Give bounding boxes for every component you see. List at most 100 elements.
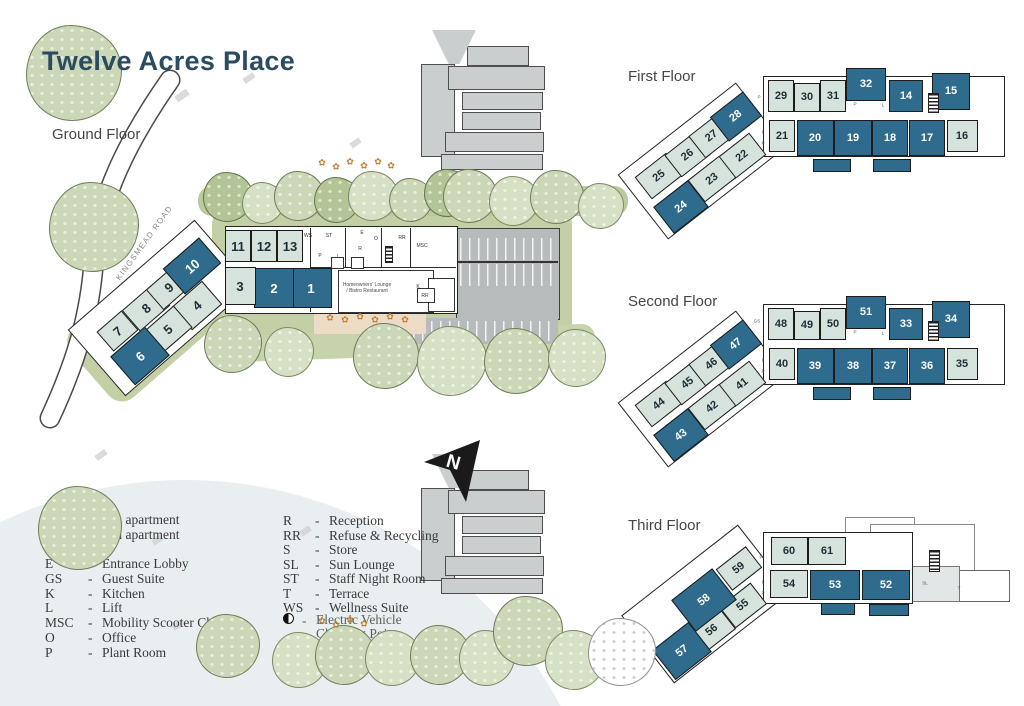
- unit-number: 57: [673, 642, 691, 660]
- plan-label-l-9: L: [881, 330, 885, 336]
- legend-entry-office: O -Office: [45, 630, 136, 646]
- unit-number: 56: [703, 621, 721, 639]
- lift-box: [351, 257, 364, 269]
- legend-entry-plant-room: P-Plant Room: [45, 645, 166, 661]
- unit-60: 60: [770, 537, 808, 565]
- unit-number: 14: [899, 89, 913, 102]
- flower-icon: ✿: [318, 157, 326, 168]
- adjacent-building-block: [462, 536, 541, 554]
- flower-icon: ✿: [341, 314, 349, 325]
- legend-dash: -: [315, 527, 320, 543]
- plan-mark: [174, 88, 190, 103]
- plan-mark: [94, 449, 108, 461]
- legend-abbr: SL: [283, 556, 299, 572]
- unit-48: 48: [768, 308, 794, 340]
- unit-number: 55: [734, 596, 752, 614]
- plan-label-p-0: P: [757, 94, 761, 100]
- legend-entry-store: S-Store: [283, 542, 358, 558]
- flower-icon: ✿: [332, 161, 340, 172]
- first-floor-label: First Floor: [628, 68, 696, 85]
- legend-name: Sun Lounge: [329, 556, 395, 572]
- legend-dash: -: [315, 556, 320, 572]
- unit-number: 45: [678, 374, 696, 392]
- unit-33: 33: [889, 308, 923, 340]
- adjacent-building-block: [467, 46, 529, 66]
- unit-number: 43: [672, 426, 690, 444]
- legend-name: Kitchen: [102, 585, 145, 601]
- legend-dash: -: [315, 585, 320, 601]
- unit-number: 51: [859, 305, 873, 318]
- legend-abbr: R: [283, 513, 293, 528]
- plant-room-box: [331, 257, 344, 269]
- room-label-rr-5: RR: [398, 235, 406, 241]
- tree-icon: [417, 326, 487, 396]
- unit-number: 16: [955, 129, 969, 142]
- plan-mark: [349, 137, 362, 149]
- unit-number: 8: [138, 299, 154, 317]
- legend-entry-guest-suite: GS-Guest Suite: [45, 571, 165, 587]
- legend-abbr: K: [45, 585, 55, 601]
- adjacent-building-block: [445, 556, 544, 576]
- flower-icon: ✿: [326, 312, 334, 323]
- unit-14: 14: [889, 80, 923, 112]
- lounge-label-line1: Homeowners' Lounge: [342, 282, 392, 288]
- unit-number: 34: [944, 312, 958, 325]
- legend-name: Plant Room: [102, 644, 167, 660]
- unit-35: 35: [946, 348, 978, 380]
- legend-dash: -: [315, 513, 320, 528]
- unit-number: 12: [256, 238, 272, 254]
- unit-number: 52: [879, 578, 893, 591]
- unit-16: 16: [946, 120, 978, 152]
- unit-number: 1: [307, 280, 315, 296]
- unit-number: 28: [727, 107, 745, 125]
- unit-number: 47: [727, 335, 745, 353]
- legend-abbr: RR: [283, 527, 302, 543]
- legend-entry-kitchen: K-Kitchen: [45, 586, 145, 602]
- legend-name: Wellness Suite: [329, 600, 409, 615]
- legend-dash: -: [88, 615, 93, 631]
- adjacent-building-block: [462, 92, 543, 110]
- unit-18: 18: [872, 120, 908, 156]
- unit-number: 5: [160, 320, 176, 338]
- tree-icon: [548, 329, 606, 387]
- legend-dash: -: [88, 630, 93, 645]
- legend-dash: -: [315, 600, 320, 615]
- unit-30: 30: [794, 82, 820, 112]
- flower-icon: ✿: [360, 618, 368, 629]
- unit-number: 42: [703, 398, 721, 416]
- unit-number: 31: [826, 89, 840, 102]
- parking-lane-line: [458, 261, 558, 263]
- unit-number: 10: [181, 255, 203, 277]
- unit-51: 51: [846, 295, 886, 329]
- room-label-rr-10: RR: [421, 293, 429, 299]
- unit-number: 39: [808, 359, 822, 372]
- legend-entry-refuse-recycling: RR-Refuse & Recycling: [283, 528, 438, 544]
- third-floor-terrace: [958, 570, 1010, 602]
- legend-abbr: MSC: [45, 615, 74, 631]
- unit-number: 18: [883, 131, 897, 144]
- unit-21: 21: [769, 120, 795, 152]
- unit-number: 26: [678, 146, 696, 164]
- page-title: Twelve Acres Place: [42, 46, 296, 76]
- unit-number: 54: [782, 577, 796, 590]
- legend-entry-wellness-suite: WS-Wellness Suite: [283, 600, 409, 616]
- legend-abbr: L: [45, 600, 54, 616]
- flower-icon: ✿: [386, 311, 394, 322]
- unit-19: 19: [834, 120, 872, 156]
- tree-icon: [315, 625, 375, 685]
- unit-number: 50: [826, 317, 840, 330]
- unit-number: 40: [775, 357, 789, 370]
- unit-number: 2: [270, 280, 278, 296]
- unit-number: 29: [774, 89, 788, 102]
- legend-abbr: O: [45, 630, 55, 645]
- room-label-o-3: O: [374, 236, 378, 242]
- legend-name: Office: [102, 630, 137, 645]
- stairs: [927, 321, 939, 341]
- unit-50: 50: [820, 308, 846, 340]
- stairs: [385, 246, 393, 263]
- flower-icon: ✿: [401, 314, 409, 325]
- unit-number: 17: [920, 131, 934, 144]
- legend-abbr: T: [283, 585, 292, 601]
- plan-label-p-12: P: [761, 590, 765, 596]
- flower-icon: ✿: [332, 619, 340, 630]
